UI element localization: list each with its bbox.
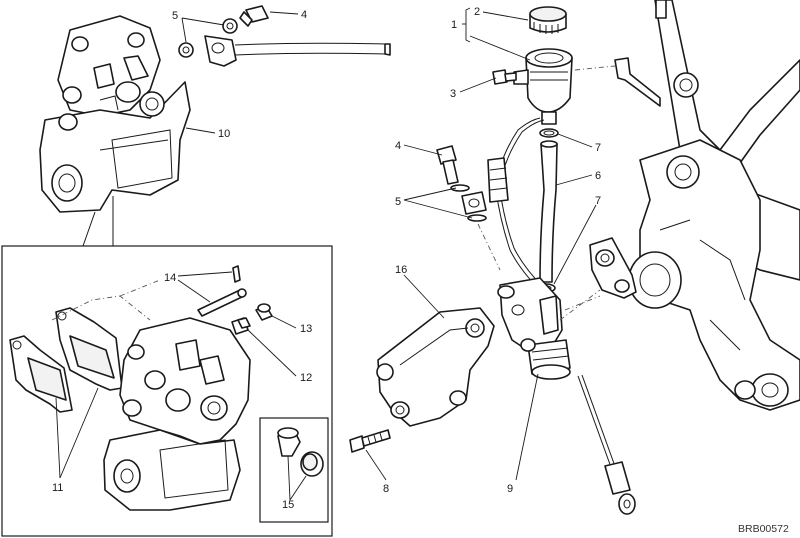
caliper-plug — [277, 427, 301, 457]
callout-4-pipe: 4 — [395, 140, 401, 152]
hose-clamp-top — [539, 128, 559, 138]
frame-part — [628, 0, 800, 411]
brake-pad-outer — [9, 335, 73, 413]
brake-pad-inner — [55, 307, 123, 391]
callout-5-caliper: 5 — [172, 10, 178, 22]
rear-master-cylinder — [497, 277, 571, 380]
callout-5-pipe: 5 — [395, 196, 401, 208]
callout-6: 6 — [595, 170, 601, 182]
caliper-brake-pipe — [204, 35, 391, 67]
reservoir-cap — [529, 6, 567, 34]
callout-13: 13 — [300, 323, 312, 335]
sealing-washer-upper — [450, 184, 470, 192]
reservoir-hose — [539, 140, 558, 283]
banjo-bolt — [436, 145, 459, 185]
callout-14: 14 — [164, 272, 176, 284]
sealing-washer-lower — [467, 214, 487, 222]
bleed-valve — [231, 317, 251, 335]
caliper-banjo-bolt — [239, 5, 269, 27]
reservoir-bracket — [614, 57, 661, 107]
callout-15: 15 — [282, 499, 294, 511]
diagram-reference-code: BRB00572 — [738, 523, 789, 535]
callout-9: 9 — [507, 483, 513, 495]
reservoir-screw — [492, 69, 517, 85]
brake-fluid-reservoir — [513, 48, 573, 125]
callout-7-top: 7 — [595, 142, 601, 154]
bracket-screw — [349, 429, 391, 453]
caliper-body-detail — [103, 317, 251, 511]
rear-brake-caliper-assembly — [39, 15, 191, 213]
callout-8: 8 — [383, 483, 389, 495]
frame-mount-plate — [589, 237, 637, 299]
callout-3: 3 — [450, 88, 456, 100]
callout-4-caliper: 4 — [301, 9, 307, 21]
callout-10: 10 — [218, 128, 230, 140]
master-cylinder-pushrod — [577, 374, 636, 515]
callout-16: 16 — [395, 264, 407, 276]
callout-2: 2 — [474, 6, 480, 18]
master-cylinder-bracket — [376, 307, 495, 427]
caliper-detail-inset — [1, 245, 333, 537]
callout-12: 12 — [300, 372, 312, 384]
callout-11: 11 — [52, 482, 63, 494]
caliper-washer-a — [222, 18, 238, 34]
callout-1: 1 — [451, 19, 457, 31]
caliper-washer-b — [178, 42, 194, 58]
callout-7-bottom: 7 — [595, 195, 601, 207]
callout-labels: 1 2 3 4 4 5 5 6 7 7 8 9 10 11 12 13 14 1… — [52, 6, 601, 511]
banjo-fitting — [461, 191, 487, 215]
caliper-plug-cap — [300, 451, 324, 477]
pad-retaining-pin — [197, 265, 247, 317]
leader-lines — [55, 7, 597, 501]
